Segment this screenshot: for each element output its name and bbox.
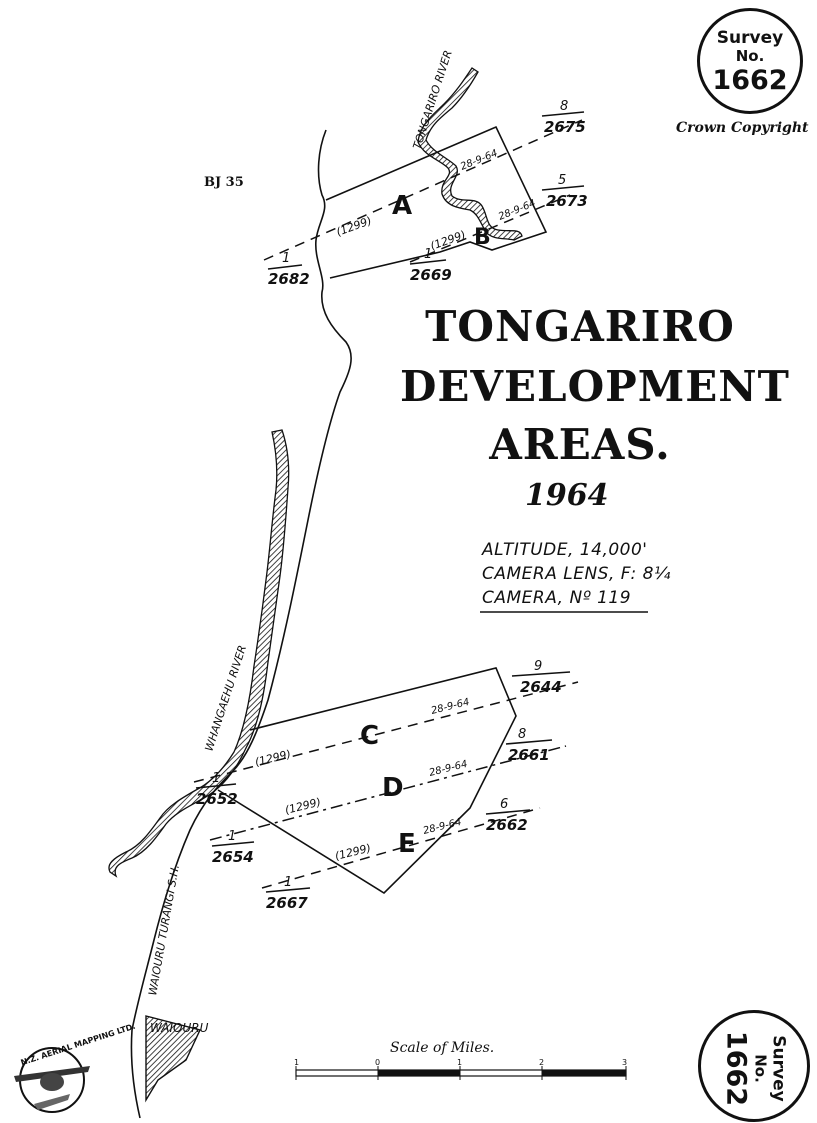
date-d: 28-9-64 — [428, 759, 469, 779]
scale-tick-label: 0 — [375, 1058, 380, 1067]
flight-line-c — [193, 681, 579, 783]
run-number-e: (1299) — [334, 841, 373, 862]
area-ab-boundary — [325, 125, 548, 279]
map-title-line-1: TONGARIRO — [425, 302, 735, 351]
photo-end-top-b: 2673 — [546, 192, 588, 210]
flight-line-b — [409, 194, 571, 263]
photo-start-bottom-b: 2669 — [410, 266, 452, 284]
map-title-line-2: DEVELOPMENT — [400, 362, 790, 411]
flight-line-d — [209, 745, 567, 841]
photo-start-top-c: 1 — [212, 771, 220, 786]
date-c: 28-9-64 — [430, 697, 471, 717]
run-number-a: (1299) — [335, 214, 374, 239]
seal-no-label: No. — [751, 1054, 770, 1083]
area-letter-c: C — [360, 721, 379, 751]
photo-start-top-a: 1 — [282, 251, 290, 266]
photo-end-bottom-e: 2662 — [486, 816, 528, 834]
photo-start-bottom-e: 2667 — [266, 894, 308, 912]
camera-lens-info: CAMERA LENS, F: 8¼ — [482, 564, 671, 584]
photo-start-bottom-a: 2682 — [268, 270, 310, 288]
flight-line-a — [263, 119, 583, 261]
run-number-c: (1299) — [254, 747, 293, 768]
sheet-code: BJ 35 — [204, 175, 244, 190]
whangaehu-river — [108, 429, 290, 878]
camera-number-info: CAMERA, Nº 119 — [482, 588, 632, 608]
photo-end-top-b: 5 — [558, 173, 566, 188]
photo-end-top-d: 8 — [518, 727, 526, 742]
date-e: 28-9-64 — [422, 817, 463, 837]
run-number-d: (1299) — [284, 795, 323, 816]
map-title-line-3: AREAS. — [489, 420, 671, 469]
area-letter-b: B — [474, 225, 491, 250]
area-letter-d: D — [382, 773, 404, 803]
photo-end-bottom-a: 2675 — [544, 118, 586, 136]
photo-start-bottom-c: 2652 — [196, 790, 238, 808]
nz-aerial-mapping-logo — [14, 1047, 90, 1113]
seal-survey-label: Survey — [716, 28, 784, 48]
map-year: 1964 — [525, 478, 609, 513]
survey-number-seal-top: Survey No. 1662 — [697, 8, 803, 114]
scale-bar: 1 0 1 2 3 — [294, 1058, 627, 1080]
photo-end-top-c: 9 — [534, 659, 542, 674]
area-letter-e: E — [398, 829, 416, 859]
state-highway-line — [130, 129, 352, 1119]
photo-end-top-e: 6 — [500, 797, 508, 812]
scale-tick-label: 3 — [622, 1058, 627, 1067]
date-b: 28-9-64 — [497, 198, 537, 223]
area-cde-boundary — [217, 667, 517, 895]
altitude-info: ALTITUDE, 14,000' — [482, 540, 648, 560]
scale-tick-label: 2 — [539, 1058, 544, 1067]
scale-of-miles-label: Scale of Miles. — [390, 1040, 495, 1056]
photo-start-top-e: 1 — [284, 875, 292, 890]
seal-survey-label: Survey — [768, 1035, 789, 1102]
photo-number-bars — [195, 111, 585, 893]
scale-tick-label: 1 — [457, 1058, 462, 1067]
photo-end-bottom-c: 2644 — [520, 678, 562, 696]
scale-tick-label: 1 — [294, 1058, 299, 1067]
date-a: 28-9-64 — [459, 148, 499, 173]
area-letter-a: A — [392, 191, 412, 221]
photo-start-top-b: 1 — [424, 247, 432, 262]
crown-copyright: Crown Copyright — [676, 120, 809, 136]
town-label: WAIOURU — [150, 1021, 209, 1035]
photo-start-top-d: 1 — [228, 829, 236, 844]
survey-number-seal-bottom: Survey No. 1662 — [698, 1010, 810, 1122]
seal-no-label: No. — [735, 47, 765, 65]
photo-end-bottom-d: 2661 — [508, 746, 550, 764]
photo-start-bottom-d: 2654 — [212, 848, 254, 866]
seal-survey-number: 1662 — [720, 1030, 752, 1107]
photo-end-top-a: 8 — [560, 99, 568, 114]
waiouru-town-area — [145, 1015, 201, 1103]
flight-line-e — [261, 807, 541, 889]
road-label: WAIOURU TURANGI S.H. — [146, 864, 182, 997]
seal-survey-number: 1662 — [712, 65, 788, 96]
tongariro-river — [417, 67, 523, 241]
